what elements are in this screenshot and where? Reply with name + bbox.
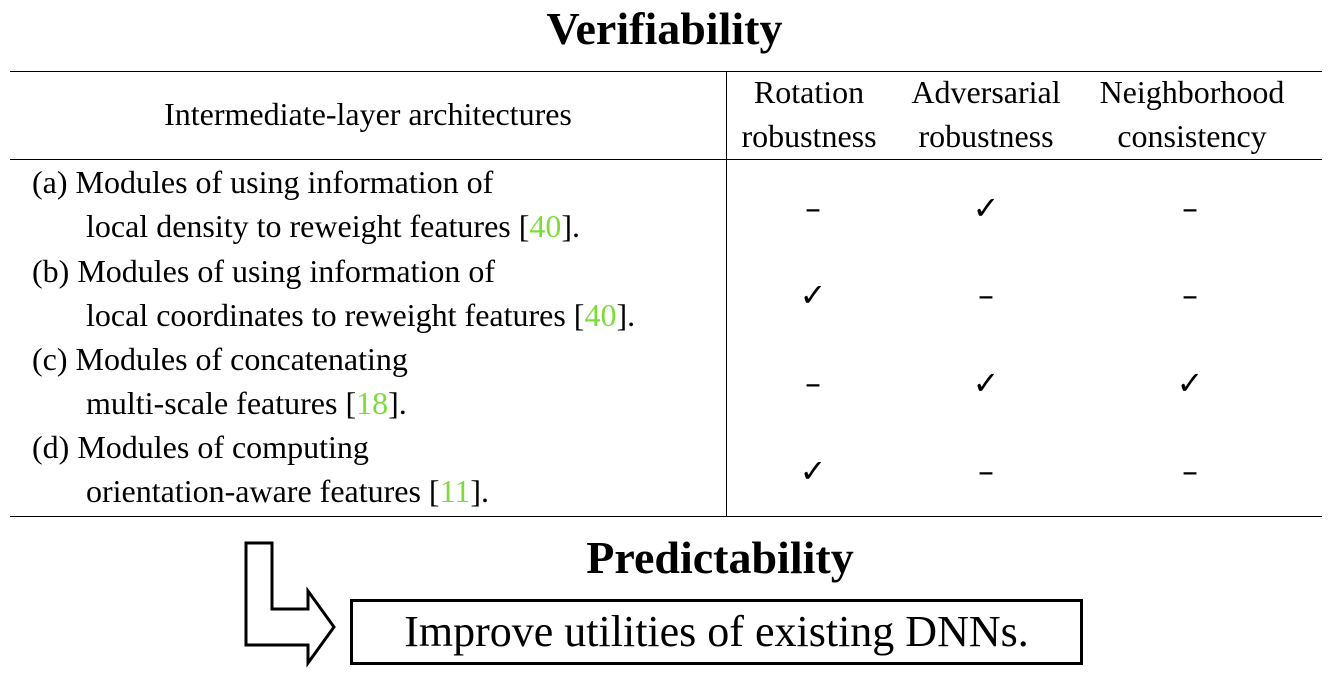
row-d-rotation-mark: ✓ <box>799 452 827 490</box>
row-a-line2-end: ]. <box>561 208 581 244</box>
row-a-line2-text: local density to reweight features [ <box>86 208 530 244</box>
row-b-rotation-mark: ✓ <box>799 276 827 314</box>
verifiability-title: Verifiability <box>546 3 783 54</box>
table-header-rule <box>10 159 1322 160</box>
row-d-line2: orientation-aware features [11]. <box>32 469 489 513</box>
row-a-line2: local density to reweight features [40]. <box>32 204 580 248</box>
table-row-d-label: (d) Modules of computing orientation-awa… <box>32 425 489 513</box>
row-c-line2: multi-scale features [18]. <box>32 381 408 425</box>
column-header-neighborhood-line1: Neighborhood <box>1099 74 1285 110</box>
row-b-line1: (b) Modules of using information of <box>32 253 496 289</box>
table-bottom-rule <box>10 516 1322 517</box>
row-c-line2-text: multi-scale features [ <box>86 385 357 421</box>
row-d-line2-text: orientation-aware features [ <box>86 473 440 509</box>
header-architectures: Intermediate-layer architectures <box>164 96 572 132</box>
row-d-line1: (d) Modules of computing <box>32 429 369 465</box>
row-c-line2-end: ]. <box>388 385 407 421</box>
row-d-line2-end: ]. <box>470 473 490 509</box>
row-b-adversarial-mark: – <box>978 276 994 314</box>
row-b-line2-end: ]. <box>616 297 636 333</box>
row-c-citation[interactable]: 18 <box>356 385 389 421</box>
column-header-neighborhood: Neighborhood consistency <box>1079 70 1305 158</box>
table-column-divider <box>726 71 727 517</box>
row-b-neighborhood-mark: – <box>1182 276 1198 314</box>
row-a-neighborhood-mark: – <box>1182 189 1198 227</box>
table-top-rule <box>10 71 1322 72</box>
column-header-neighborhood-line2: consistency <box>1117 118 1267 154</box>
table-row-c-label: (c) Modules of concatenating multi-scale… <box>32 337 408 425</box>
row-a-adversarial-mark: ✓ <box>972 189 1000 227</box>
row-d-adversarial-mark: – <box>978 452 994 490</box>
row-d-neighborhood-mark: – <box>1182 452 1198 490</box>
row-a-rotation-mark: – <box>805 189 821 227</box>
column-header-rotation: Rotation robustness <box>729 70 889 158</box>
row-a-citation[interactable]: 40 <box>529 208 562 244</box>
row-a-line1: (a) Modules of using information of <box>32 164 494 200</box>
row-b-line2: local coordinates to reweight features [… <box>32 293 635 337</box>
row-c-adversarial-mark: ✓ <box>972 364 1000 402</box>
row-b-line2-text: local coordinates to reweight features [ <box>86 297 585 333</box>
column-header-adversarial-line1: Adversarial <box>911 74 1061 110</box>
column-header-adversarial-line2: robustness <box>918 118 1054 154</box>
row-c-neighborhood-mark: ✓ <box>1176 364 1204 402</box>
table-row-a-label: (a) Modules of using information of loca… <box>32 160 580 248</box>
outcome-box: Improve utilities of existing DNNs. <box>350 599 1083 665</box>
column-header-adversarial: Adversarial robustness <box>893 70 1079 158</box>
row-d-citation[interactable]: 11 <box>439 473 471 509</box>
bent-arrow-down-right-icon <box>244 541 336 668</box>
table-row-b-label: (b) Modules of using information of loca… <box>32 249 635 337</box>
column-header-rotation-line2: robustness <box>741 118 877 154</box>
row-b-citation[interactable]: 40 <box>584 297 617 333</box>
row-c-rotation-mark: – <box>805 364 821 402</box>
predictability-title: Predictability <box>586 532 854 583</box>
row-c-line1: (c) Modules of concatenating <box>32 341 408 377</box>
column-header-rotation-line1: Rotation <box>753 74 865 110</box>
